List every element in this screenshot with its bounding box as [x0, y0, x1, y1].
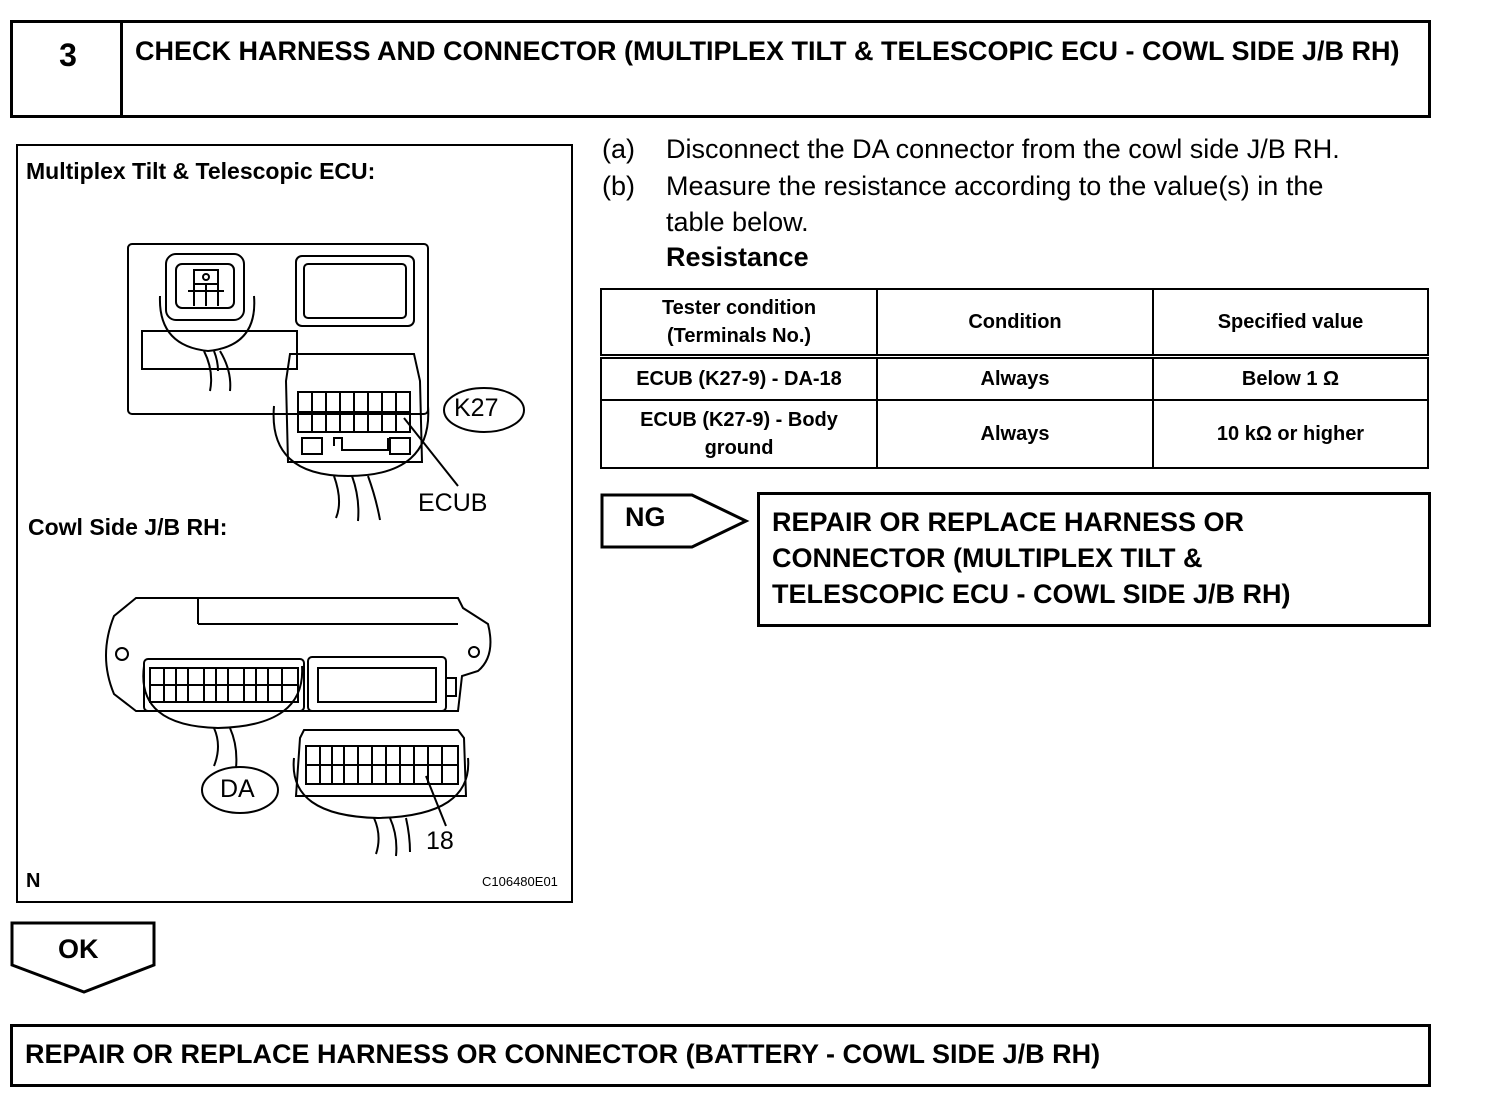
ecu-small-connector [165, 253, 245, 321]
harness-18-connector [294, 729, 468, 797]
instruction-b-line1: Measure the resistance according to the … [666, 171, 1324, 201]
ng-result-text: REPAIR OR REPLACE HARNESS OR CONNECTOR (… [772, 504, 1422, 612]
da-callout-text: DA [220, 775, 255, 803]
connector-illustration: Multiplex Tilt & Telescopic ECU: [16, 144, 573, 903]
table-cell: Always [876, 355, 1154, 401]
table-cell: ECUB (K27-9) - DA-18 [600, 355, 878, 401]
k27-callout-ellipse [443, 387, 525, 433]
instruction-a-text: Disconnect the DA connector from the cow… [666, 134, 1340, 164]
terminal-18-label: 18 [426, 827, 454, 855]
connector-drawing [105, 243, 525, 857]
ecub-terminal-label: ECUB [418, 489, 488, 517]
table-cell: 10 kΩ or higher [1152, 399, 1429, 469]
ecu-panel [141, 330, 298, 370]
ng-result-line: REPAIR OR REPLACE HARNESS OR [772, 507, 1245, 537]
ng-arrow-icon [600, 493, 750, 549]
ng-result-line: TELESCOPIC ECU - COWL SIDE J/B RH) [772, 579, 1291, 609]
k27-connector [284, 353, 424, 463]
ok-result-box: REPAIR OR REPLACE HARNESS OR CONNECTOR (… [10, 1024, 1431, 1087]
resistance-table: Tester condition (Terminals No.) Conditi… [600, 288, 1429, 469]
figure-code: C106480E01 [482, 874, 558, 889]
jb-label: Cowl Side J/B RH: [28, 514, 228, 540]
instruction-b: (b) Measure the resistance according to … [602, 168, 1482, 240]
ecu-blank-connector [295, 255, 415, 327]
table-header-cell: Specified value [1152, 288, 1429, 359]
table-cell: Below 1 Ω [1152, 355, 1429, 401]
ng-label: NG [625, 502, 666, 532]
ok-label: OK [58, 934, 99, 964]
da-callout-ellipse [201, 766, 279, 814]
table-header-row: Tester condition (Terminals No.) Conditi… [600, 288, 1429, 359]
table-cell: Always [876, 399, 1154, 469]
k27-callout-text: K27 [454, 394, 499, 422]
instruction-a-key: (a) [602, 134, 635, 164]
ecu-body [127, 243, 429, 415]
instruction-a: (a) Disconnect the DA connector from the… [602, 131, 1482, 167]
step-header: 3 CHECK HARNESS AND CONNECTOR (MULTIPLEX… [10, 20, 1431, 118]
ecu-label: Multiplex Tilt & Telescopic ECU: [26, 158, 376, 184]
ok-result-text: REPAIR OR REPLACE HARNESS OR CONNECTOR (… [25, 1039, 1101, 1069]
ok-arrow-icon [10, 921, 156, 994]
instruction-b-line2: table below. [666, 207, 809, 237]
corner-mark: N [26, 870, 41, 892]
table-row: ECUB (K27-9) - DA-18 Always Below 1 Ω [600, 355, 1429, 401]
ng-result-line: CONNECTOR (MULTIPLEX TILT & [772, 543, 1203, 573]
instruction-b-key: (b) [602, 171, 635, 201]
table-cell: ECUB (K27-9) - Body ground [600, 399, 878, 469]
table-row: ECUB (K27-9) - Body ground Always 10 kΩ … [600, 399, 1429, 469]
step-number-cell: 3 [13, 23, 123, 115]
ng-result-box: REPAIR OR REPLACE HARNESS OR CONNECTOR (… [757, 492, 1431, 627]
step-number: 3 [59, 37, 77, 73]
table-header-cell: Tester condition (Terminals No.) [600, 288, 878, 359]
table-header-cell: Condition [876, 288, 1154, 359]
resistance-heading: Resistance [666, 242, 809, 272]
step-title: CHECK HARNESS AND CONNECTOR (MULTIPLEX T… [135, 36, 1400, 66]
junction-block-body [105, 597, 492, 712]
